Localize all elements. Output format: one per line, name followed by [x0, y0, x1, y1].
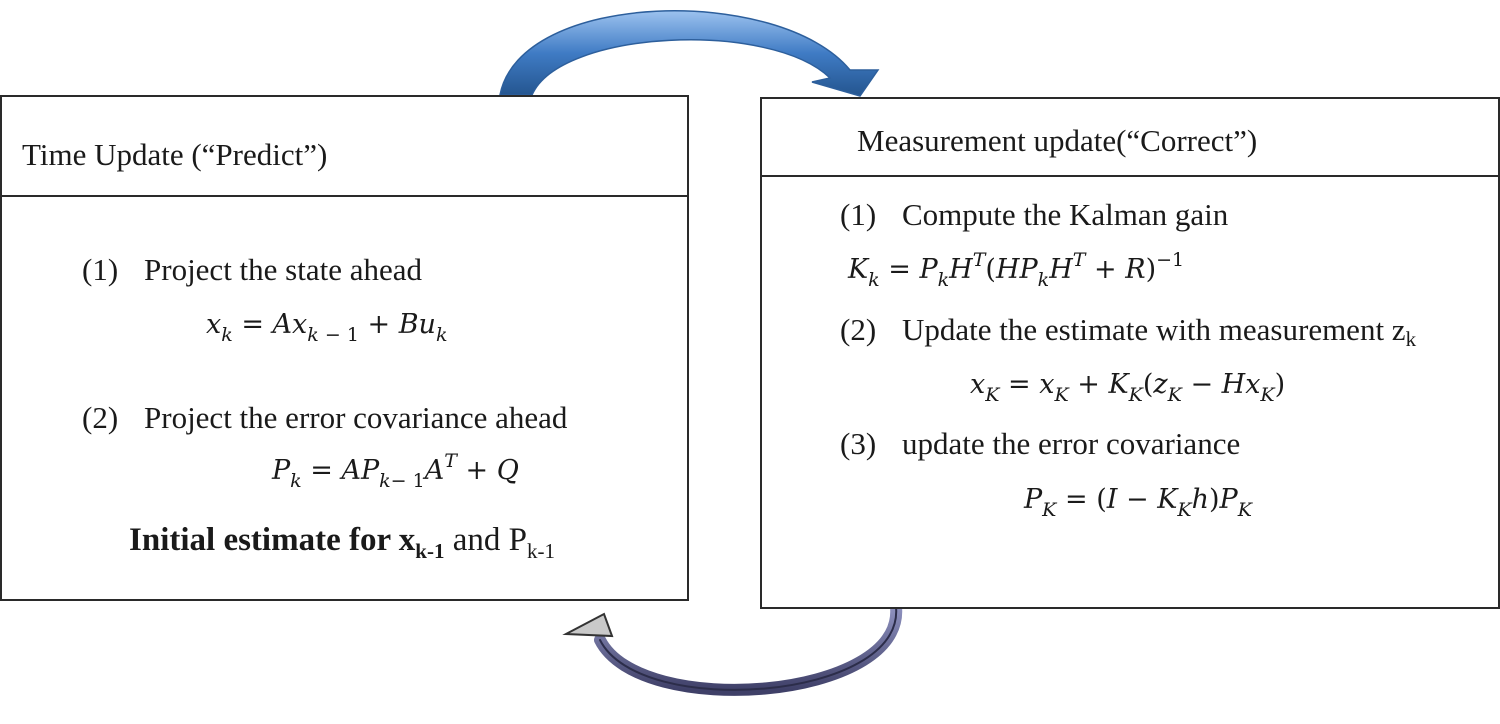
bottom-arrow-head-icon	[562, 612, 614, 638]
step-text: Project the error covariance ahead	[144, 400, 568, 435]
covariance-projection-equation: Pk = APk− 1AT + Q	[272, 450, 519, 492]
step-number: (3)	[840, 426, 877, 461]
time-update-panel: Time Update (“Predict”) (1) Project the s…	[0, 95, 689, 601]
measurement-update-header: Measurement update(“Correct”)	[762, 99, 1498, 177]
measurement-update-panel: Measurement update(“Correct”) (1) Compute…	[760, 97, 1500, 609]
step-text: Compute the Kalman gain	[902, 197, 1229, 232]
time-step-2: (2) Project the error covariance ahead	[82, 400, 567, 436]
correct-to-predict-arrow	[594, 601, 903, 696]
measurement-update-title: Measurement update(“Correct”)	[857, 123, 1258, 158]
measure-step-3: (3) update the error covariance	[840, 426, 1240, 462]
step-text: update the error covariance	[902, 426, 1241, 461]
step-text: Project the state ahead	[144, 252, 423, 287]
step-text-subscript: k	[1405, 327, 1417, 351]
step-number: (1)	[840, 197, 877, 232]
step-number: (2)	[840, 312, 877, 347]
kalman-gain-equation: Kk = PkHT(HPkHT + R)−1	[848, 249, 1185, 291]
step-number: (1)	[82, 252, 119, 287]
predict-to-correct-arrow	[499, 10, 880, 97]
state-projection-equation: xk = Axk − 1 + Buk	[206, 309, 448, 346]
time-update-header: Time Update (“Predict”)	[2, 97, 687, 197]
step-text: Update the estimate with measurement z	[902, 312, 1406, 347]
measure-step-1: (1) Compute the Kalman gain	[840, 197, 1228, 233]
step-number: (2)	[82, 400, 119, 435]
covariance-update-equation: PK = (I − KKh)PK	[1024, 484, 1252, 521]
measure-step-2: (2) Update the estimate with measurement …	[840, 312, 1417, 351]
time-step-1: (1) Project the state ahead	[82, 252, 422, 288]
time-update-title: Time Update (“Predict”)	[22, 137, 328, 172]
initial-estimate-note: Initial estimate for xk-1 and Pk-1	[129, 522, 555, 563]
state-update-equation: xK = xK + KK(zK − HxK)	[970, 369, 1286, 406]
